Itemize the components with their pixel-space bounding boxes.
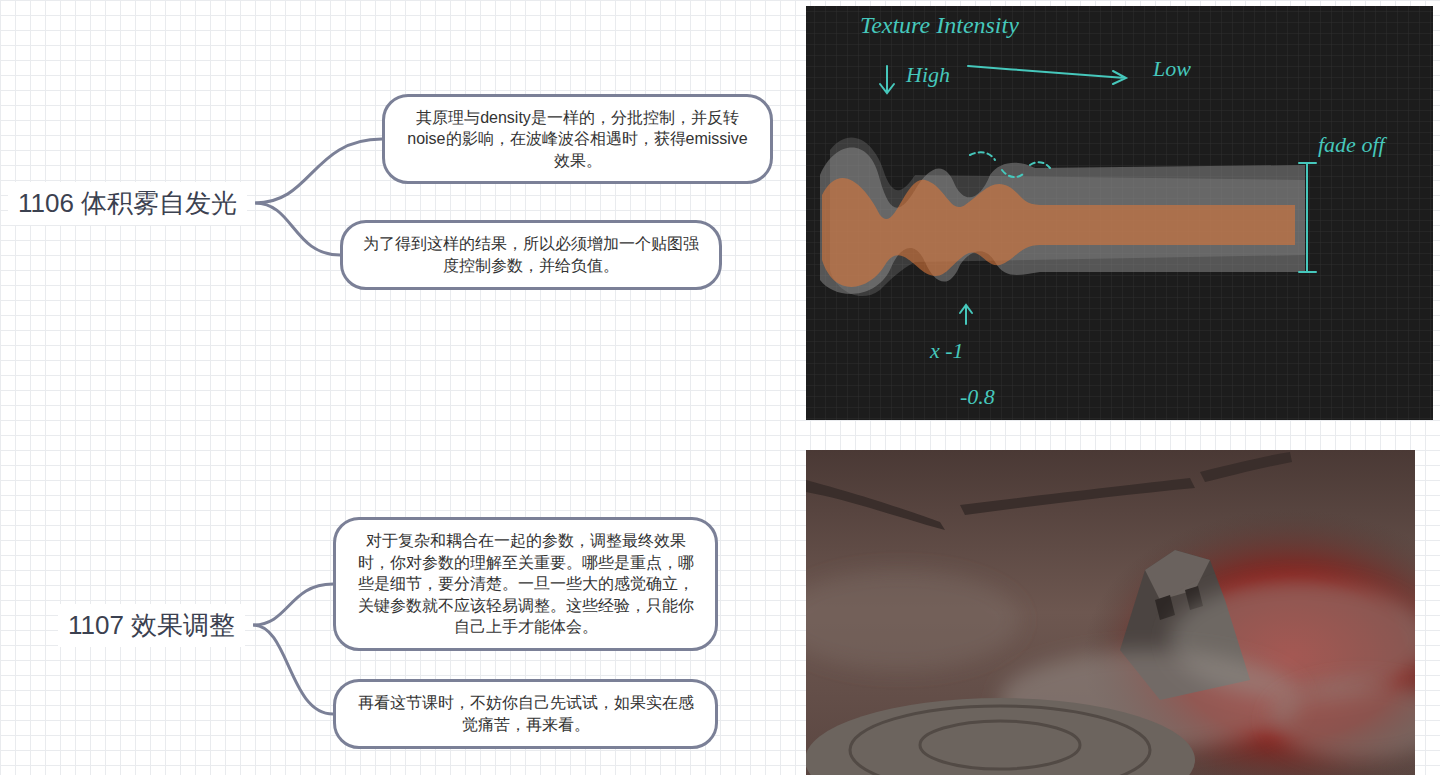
branch-curve — [253, 625, 333, 714]
branch-curve — [255, 139, 382, 203]
branch-curve — [253, 584, 333, 625]
note-box: 其原理与density是一样的，分批控制，并反转noise的影响，在波峰波谷相遇… — [382, 94, 773, 185]
note-text: 其原理与density是一样的，分批控制，并反转noise的影响，在波峰波谷相遇… — [405, 107, 750, 172]
tower-face — [1145, 550, 1210, 600]
topic-text: 1106 体积雾自发光 — [18, 186, 237, 221]
platform-ring — [920, 721, 1080, 769]
fog — [806, 570, 1020, 670]
note-box: 为了得到这样的结果，所以必须增加一个贴图强度控制参数，并给负值。 — [340, 220, 722, 289]
topic-node: 1106 体积雾自发光 — [8, 182, 247, 225]
fog-scene — [806, 450, 1415, 775]
handwritten-label: High — [906, 62, 950, 88]
ceiling-arc — [1200, 452, 1292, 482]
ceiling-arc — [960, 478, 1195, 515]
handwritten-label: Texture Intensity — [860, 12, 1019, 39]
handwritten-label: -0.8 — [960, 384, 995, 410]
chalkboard — [806, 6, 1433, 420]
branch-curve — [255, 203, 340, 255]
platform-ring — [850, 706, 1150, 775]
note-box: 对于复杂和耦合在一起的参数，调整最终效果时，你对参数的理解至关重要。哪些是重点，… — [333, 517, 718, 651]
ceiling-arc — [806, 480, 945, 530]
handwritten-label: Low — [1153, 56, 1191, 82]
note-box: 再看这节课时，不妨你自己先试试，如果实在感觉痛苦，再来看。 — [333, 679, 718, 748]
note-text: 为了得到这样的结果，所以必须增加一个贴图强度控制参数，并给负值。 — [363, 233, 699, 276]
fog — [1270, 680, 1415, 760]
branch-connector — [253, 625, 333, 714]
topic-node: 1107 效果调整 — [58, 604, 245, 647]
chalk-strokes — [880, 66, 1316, 324]
platform — [806, 698, 1195, 775]
orange-band — [822, 178, 1295, 287]
topic-text: 1107 效果调整 — [68, 608, 235, 643]
note-text: 对于复杂和耦合在一起的参数，调整最终效果时，你对参数的理解至关重要。哪些是重点，… — [356, 530, 695, 638]
handwritten-label: x -1 — [930, 338, 964, 364]
branch-connector — [255, 139, 382, 203]
branch-connector — [255, 203, 340, 255]
note-text: 再看这节课时，不妨你自己先试试，如果实在感觉痛苦，再来看。 — [356, 692, 695, 735]
branch-connector — [253, 584, 333, 625]
handwritten-label: fade off — [1318, 132, 1385, 158]
